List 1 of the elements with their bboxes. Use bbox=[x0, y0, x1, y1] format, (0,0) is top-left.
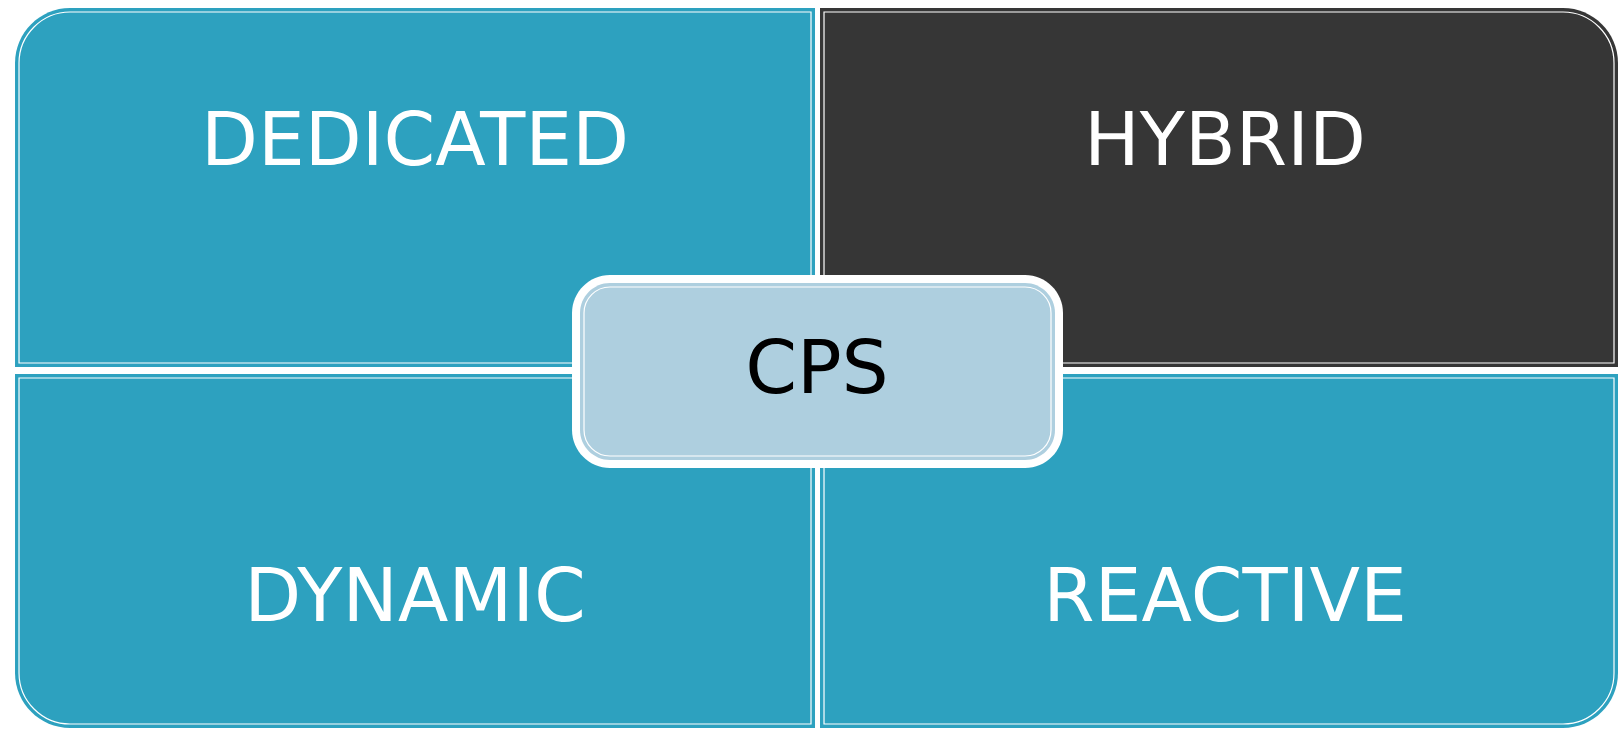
center-box: CPS bbox=[572, 275, 1063, 468]
